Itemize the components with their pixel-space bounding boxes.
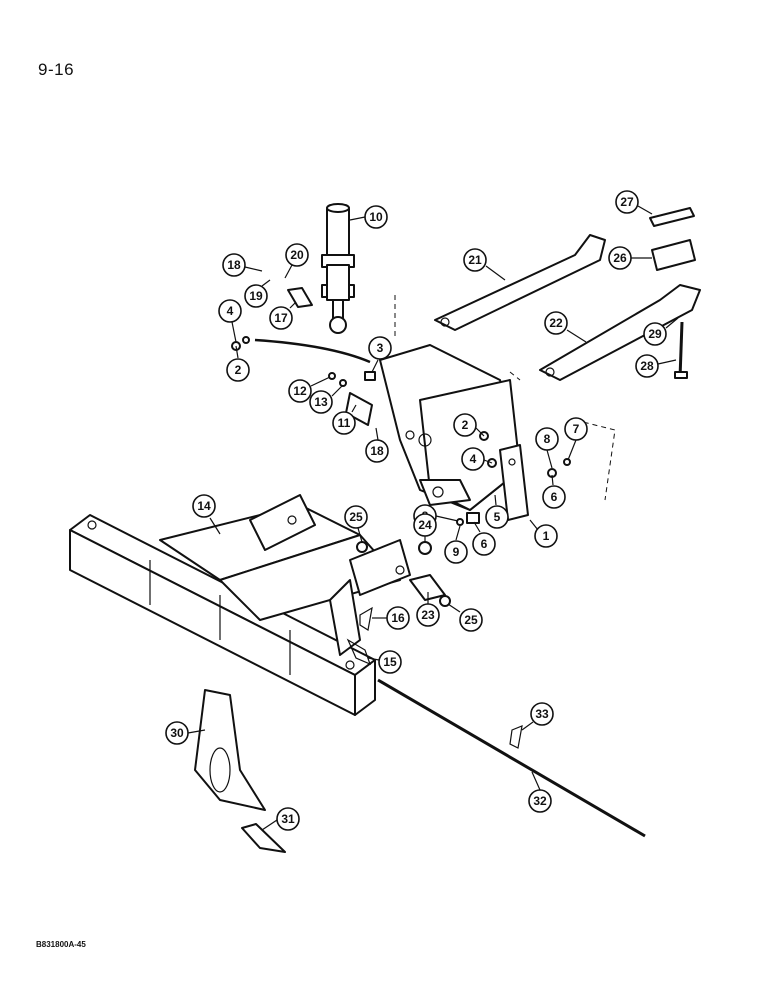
svg-text:25: 25 <box>464 613 478 627</box>
long-rod <box>377 678 646 838</box>
callout-33: 33 <box>521 702 554 731</box>
svg-text:3: 3 <box>377 341 384 355</box>
svg-text:5: 5 <box>494 510 501 524</box>
page-number: 9-16 <box>38 60 75 79</box>
callout-27: 27 <box>615 190 653 215</box>
callout-19: 19 <box>244 279 271 308</box>
callout-21: 21 <box>463 248 506 281</box>
hydraulic-cylinder <box>321 203 355 334</box>
callout-12: 12 <box>288 376 331 403</box>
svg-text:7: 7 <box>573 422 580 436</box>
callout-2: 2 <box>453 413 485 437</box>
top-link-bar-lower <box>539 284 701 381</box>
svg-text:17: 17 <box>274 311 288 325</box>
callout-30: 30 <box>165 721 206 745</box>
svg-text:32: 32 <box>533 794 547 808</box>
svg-text:31: 31 <box>281 812 295 826</box>
svg-text:29: 29 <box>648 327 662 341</box>
main-frame <box>69 494 411 716</box>
mounting-bracket <box>379 344 529 521</box>
callout-20: 20 <box>284 243 309 279</box>
clamp-plate <box>649 207 695 227</box>
svg-text:8: 8 <box>544 432 551 446</box>
callout-25: 25 <box>344 505 368 543</box>
svg-text:13: 13 <box>314 395 328 409</box>
svg-text:22: 22 <box>549 316 563 330</box>
rod-clip <box>509 725 523 749</box>
svg-text:18: 18 <box>227 258 241 272</box>
callout-18b: 18 <box>365 427 389 463</box>
callout-29: 29 <box>643 317 679 346</box>
callout-23: 23 <box>416 592 440 627</box>
callout-31: 31 <box>261 807 300 831</box>
svg-text:33: 33 <box>535 707 549 721</box>
callout-32: 32 <box>528 771 552 813</box>
svg-text:18: 18 <box>370 444 384 458</box>
callout-16: 16 <box>372 606 410 630</box>
callout-24: 24 <box>413 513 437 542</box>
svg-text:30: 30 <box>170 726 184 740</box>
svg-text:21: 21 <box>468 253 482 267</box>
svg-text:12: 12 <box>293 384 307 398</box>
callout-3: 3 <box>368 336 392 373</box>
svg-text:27: 27 <box>620 195 634 209</box>
callout-8: 8 <box>535 427 559 469</box>
callout-1: 1 <box>529 519 558 548</box>
callout-26: 26 <box>608 246 652 270</box>
svg-text:2: 2 <box>462 418 469 432</box>
callout-17: 17 <box>269 301 297 330</box>
top-link-bar-upper <box>434 234 606 331</box>
svg-text:25: 25 <box>349 510 363 524</box>
figure-code: B831800A-45 <box>36 940 86 949</box>
clamp-block <box>651 239 696 271</box>
callout-22: 22 <box>544 311 587 343</box>
callout-25: 25 <box>447 603 483 632</box>
callout-6: 6 <box>542 474 566 509</box>
shank-point <box>241 823 286 853</box>
svg-text:9: 9 <box>453 545 460 559</box>
svg-text:28: 28 <box>640 359 654 373</box>
callout-9: 9 <box>444 525 468 564</box>
callout-6: 6 <box>472 521 496 556</box>
callout-2: 2 <box>226 345 250 382</box>
callout-15: 15 <box>367 650 402 674</box>
svg-text:23: 23 <box>421 608 435 622</box>
callout-10: 10 <box>349 205 388 229</box>
svg-text:11: 11 <box>338 416 351 430</box>
svg-text:4: 4 <box>227 304 234 318</box>
svg-text:2: 2 <box>235 363 242 377</box>
ripper-shank <box>194 689 266 811</box>
callout-13: 13 <box>309 385 343 414</box>
svg-text:6: 6 <box>481 537 488 551</box>
callout-14: 14 <box>192 494 221 535</box>
svg-text:14: 14 <box>197 499 211 513</box>
callout-4: 4 <box>218 299 242 343</box>
callout-11: 11 <box>332 404 357 435</box>
svg-text:19: 19 <box>249 289 263 303</box>
svg-text:15: 15 <box>383 655 397 669</box>
svg-text:24: 24 <box>418 518 432 532</box>
svg-text:1: 1 <box>543 529 550 543</box>
long-bolt <box>674 321 688 379</box>
callout-5: 5 <box>485 494 509 529</box>
svg-text:26: 26 <box>613 251 627 265</box>
svg-text:16: 16 <box>391 611 405 625</box>
callout-18: 18 <box>222 253 263 277</box>
callout-28: 28 <box>635 354 677 378</box>
svg-text:10: 10 <box>369 210 383 224</box>
callout-7: 7 <box>564 417 588 461</box>
callout-4: 4 <box>461 447 493 471</box>
svg-text:20: 20 <box>290 248 304 262</box>
svg-text:6: 6 <box>551 490 558 504</box>
svg-text:4: 4 <box>470 452 477 466</box>
